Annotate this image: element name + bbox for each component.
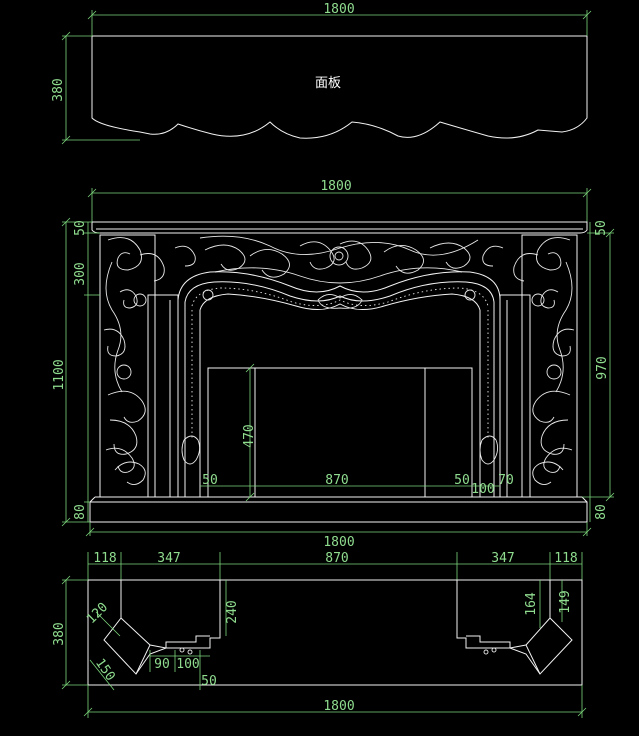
panel-label: 面板 [315, 76, 341, 91]
dim-plan-inner-depth: 240 [225, 600, 240, 623]
dim-top-strip: 50 [73, 220, 88, 236]
panel-outline [91, 35, 588, 139]
dim-plan-seg-right2: 347 [491, 551, 514, 566]
jambs [177, 300, 501, 497]
dim-plan-step-c: 50 [201, 674, 217, 689]
dim-inner-left: 50 [202, 473, 218, 488]
left-column [99, 234, 196, 498]
dim-plan-right-b: 149 [558, 590, 573, 613]
dim-right-top-strip: 50 [594, 220, 609, 236]
top-view: 1800 380 面板 [51, 2, 592, 145]
dim-base-right: 80 [594, 504, 609, 520]
dim-plan-depth: 380 [52, 622, 67, 645]
dim-opening-height: 470 [242, 424, 257, 447]
dim-base-left: 80 [73, 504, 88, 520]
dim-frieze: 300 [73, 262, 88, 285]
right-column [482, 234, 578, 498]
dim-right-height: 970 [595, 356, 610, 379]
dim-top-width: 1800 [323, 2, 354, 17]
plan-outline [87, 579, 583, 686]
dim-total-height: 1100 [52, 359, 67, 390]
dim-front-top-width: 1800 [320, 179, 351, 194]
dim-inner-right: 50 [454, 473, 470, 488]
dim-plan-diag-b: 150 [92, 656, 118, 684]
dim-plan-right-a: 164 [524, 592, 539, 616]
dim-plan-step-b: 100 [176, 657, 199, 672]
dim-opening-width: 870 [325, 473, 348, 488]
frieze-carving [177, 235, 501, 311]
dim-top-height: 380 [51, 78, 66, 101]
mantel-shelf [91, 221, 588, 234]
dim-plan-seg-right: 118 [554, 551, 577, 566]
dim-plan-bottom-width: 1800 [323, 699, 354, 714]
firebox-opening [207, 367, 473, 498]
front-view: 1800 [52, 179, 615, 550]
dim-inner-right2: 100 [471, 482, 494, 497]
dim-front-bottom-width: 1800 [323, 535, 354, 550]
dim-plan-seg-left2: 347 [157, 551, 180, 566]
base-plinth [89, 501, 588, 523]
plan-view: 118 347 870 347 118 380 120 150 [52, 551, 587, 718]
dim-plan-seg-left: 118 [93, 551, 116, 566]
dim-plan-step-a: 90 [154, 657, 170, 672]
dim-plan-seg-mid: 870 [325, 551, 348, 566]
dim-inner-right3: 70 [498, 473, 514, 488]
